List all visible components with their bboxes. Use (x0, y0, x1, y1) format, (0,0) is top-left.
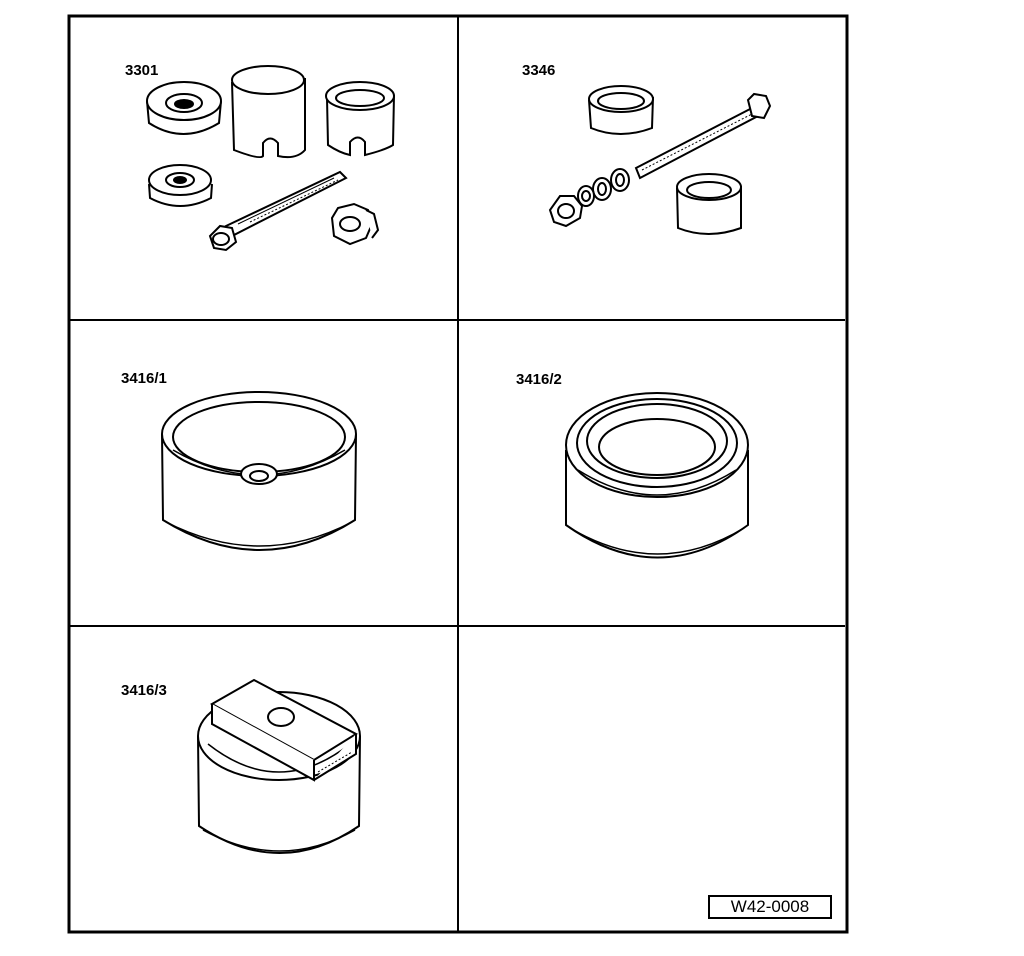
grid-frame (67, 14, 849, 934)
tool-label-3416-1: 3416/1 (121, 370, 167, 387)
tool-3416-3-drawing (197, 678, 361, 854)
figure-reference-number: W42-0008 (708, 895, 832, 919)
tool-3416-1-drawing (161, 391, 357, 551)
tool-label-3346: 3346 (522, 62, 556, 79)
tool-3346-drawing (548, 85, 772, 235)
tool-3301-drawing (146, 65, 395, 252)
tool-label-3416-2: 3416/2 (516, 371, 562, 388)
tool-label-3301: 3301 (125, 62, 159, 79)
tool-label-3416-3: 3416/3 (121, 682, 167, 699)
tool-3416-2-drawing (565, 392, 749, 559)
